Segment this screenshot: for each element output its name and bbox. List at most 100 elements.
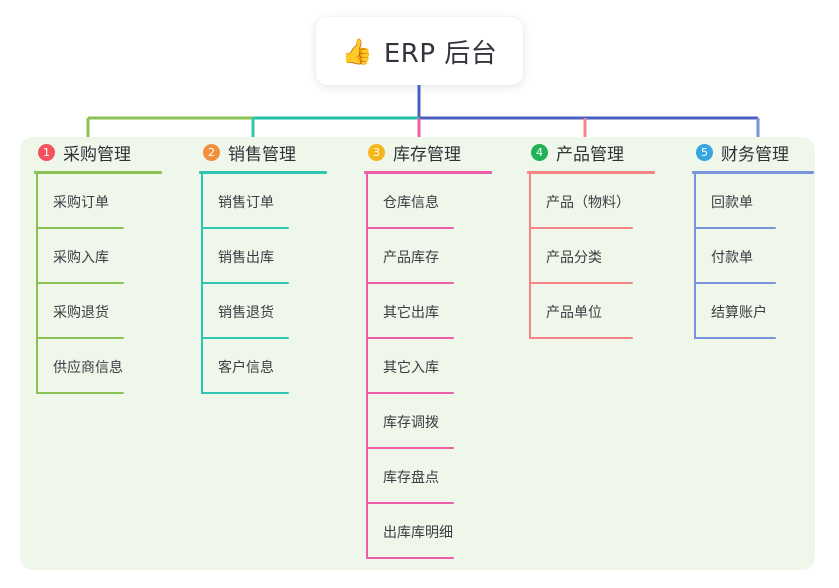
branch-item-label: 采购入库 [53,250,109,266]
page-title: ERP 后台 [383,38,498,69]
branch-header-3[interactable]: 3 库存管理 [350,137,498,167]
branch-item-label: 其它出库 [383,305,439,321]
branch-item-rule [366,337,454,339]
branch-item-label: 回款单 [711,195,753,211]
branch-item-rule [366,282,454,284]
branch-item-rule [366,227,454,229]
branch-item-label: 产品分类 [546,250,602,266]
branch-item-rule [36,227,124,229]
branch-column-3: 3 库存管理仓库信息产品库存其它出库其它入库库存调拨库存盘点出库库明细 [350,137,498,559]
branch-column-4: 4 产品管理产品（物料） 产品分类产品单位 [513,137,661,339]
branch-item[interactable]: 产品库存 [350,229,498,284]
branch-item-label: 出库库明细 [383,525,453,541]
branch-header-4[interactable]: 4 产品管理 [513,137,661,167]
branch-item[interactable]: 采购入库 [20,229,168,284]
branch-item-rule [366,447,454,449]
branch-header-5[interactable]: 5 财务管理 [678,137,818,167]
branch-item[interactable]: 客户信息 [185,339,333,394]
branch-title: 财务管理 [721,144,789,165]
branch-item-rule [201,282,289,284]
branch-number-badge: 3 [368,143,385,161]
branch-item[interactable]: 采购订单 [20,174,168,229]
branch-item-rule [694,337,776,339]
branch-item[interactable]: 采购退货 [20,284,168,339]
branch-item[interactable]: 库存调拨 [350,394,498,449]
branch-item-rule [366,502,454,504]
branch-number-badge: 1 [38,143,55,161]
branch-item-label: 仓库信息 [383,195,439,211]
branch-item-label: 付款单 [711,250,753,266]
root-node-card[interactable]: 👍 ERP 后台 [316,17,523,85]
branch-header-rule [199,171,327,174]
branch-number-badge: 5 [696,143,713,161]
branch-items: 采购订单采购入库采购退货供应商信息 [20,174,168,394]
branch-item[interactable]: 产品（物料） [513,174,661,229]
branch-items: 销售订单销售出库销售退货客户信息 [185,174,333,394]
branch-item-label: 产品库存 [383,250,439,266]
branch-item-label: 采购订单 [53,195,109,211]
branch-item[interactable]: 出库库明细 [350,504,498,559]
branch-number-badge: 2 [203,143,220,161]
branch-header-rule [34,171,162,174]
branch-item-rule [694,227,776,229]
branch-items: 仓库信息产品库存其它出库其它入库库存调拨库存盘点出库库明细 [350,174,498,559]
branch-title: 库存管理 [393,144,461,165]
branch-columns: 1 采购管理采购订单采购入库采购退货供应商信息 2 销售管理销售订单销售出库销售退货客… [20,137,815,570]
branch-item[interactable]: 产品分类 [513,229,661,284]
branch-item-label: 库存调拨 [383,415,439,431]
branch-spine [694,174,696,339]
branch-item-label: 销售订单 [218,195,274,211]
branch-spine [36,174,38,394]
branch-item[interactable]: 供应商信息 [20,339,168,394]
branch-item-rule [529,227,633,229]
branch-item[interactable]: 库存盘点 [350,449,498,504]
branch-number-badge: 4 [531,143,548,161]
branch-item-rule [529,282,633,284]
branch-title: 采购管理 [63,144,131,165]
branch-spine [366,174,368,559]
branch-item-rule [36,337,124,339]
branch-item-label: 采购退货 [53,305,109,321]
branch-item[interactable]: 其它出库 [350,284,498,339]
branch-items: 产品（物料） 产品分类产品单位 [513,174,661,339]
branch-item[interactable]: 结算账户 [678,284,818,339]
branch-spine [201,174,203,394]
branch-item-rule [529,337,633,339]
branch-item[interactable]: 销售出库 [185,229,333,284]
branch-item-label: 销售退货 [218,305,274,321]
branch-title: 产品管理 [556,144,624,165]
branch-column-5: 5 财务管理回款单付款单结算账户 [678,137,818,339]
branch-item[interactable]: 回款单 [678,174,818,229]
branch-header-rule [527,171,655,174]
branch-item[interactable]: 销售订单 [185,174,333,229]
branch-item[interactable]: 销售退货 [185,284,333,339]
branch-item-label: 产品（物料） [546,195,630,211]
branch-item-rule [694,282,776,284]
branch-item[interactable]: 仓库信息 [350,174,498,229]
branch-header-1[interactable]: 1 采购管理 [20,137,168,167]
branch-item-rule [201,392,289,394]
branch-item-label: 产品单位 [546,305,602,321]
branch-item-label: 库存盘点 [383,470,439,486]
branch-header-2[interactable]: 2 销售管理 [185,137,333,167]
branches-panel: 1 采购管理采购订单采购入库采购退货供应商信息 2 销售管理销售订单销售出库销售退货客… [20,137,815,570]
branch-title: 销售管理 [228,144,296,165]
branch-item[interactable]: 其它入库 [350,339,498,394]
branch-item-rule [201,337,289,339]
branch-item[interactable]: 产品单位 [513,284,661,339]
branch-item-label: 结算账户 [711,305,767,321]
branch-item-label: 其它入库 [383,360,439,376]
branch-column-1: 1 采购管理采购订单采购入库采购退货供应商信息 [20,137,168,394]
thumbs-up-icon: 👍 [341,36,373,66]
branch-item[interactable]: 付款单 [678,229,818,284]
branch-header-rule [364,171,492,174]
branch-item-label: 供应商信息 [53,360,123,376]
branch-column-2: 2 销售管理销售订单销售出库销售退货客户信息 [185,137,333,394]
branch-item-rule [36,282,124,284]
branch-spine [529,174,531,339]
branch-item-rule [36,392,124,394]
branch-item-label: 销售出库 [218,250,274,266]
branch-items: 回款单付款单结算账户 [678,174,818,339]
branch-item-rule [201,227,289,229]
